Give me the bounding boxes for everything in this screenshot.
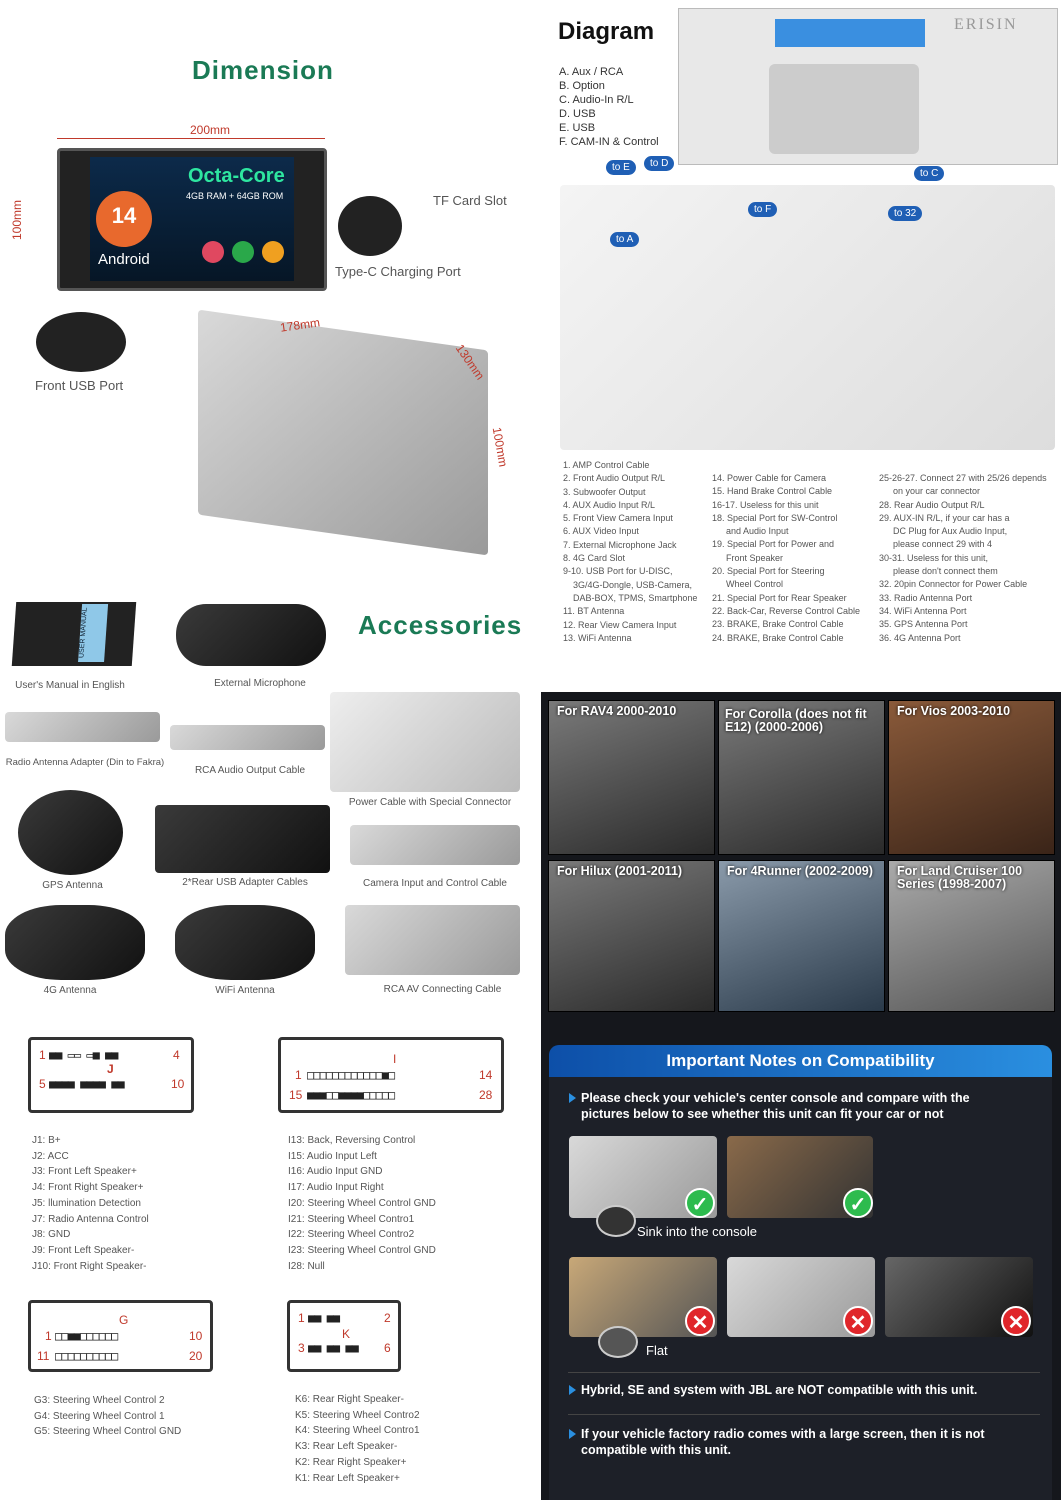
sink-label: Sink into the console [637,1224,757,1239]
power-cable-photo [330,692,520,792]
legend-item: B. Option [559,80,605,92]
check-icon: ✓ [685,1188,715,1218]
flat-indicator [598,1326,638,1358]
vehicle-card: For 4Runner (2002-2009) [718,860,885,1012]
wifi-antenna-photo [175,905,315,980]
accessory-caption: WiFi Antenna [215,985,275,996]
vehicle-card: For Vios 2003-2010 [888,700,1055,855]
accessory-caption: RCA AV Connecting Cable [383,984,502,995]
accessory-caption: 2*Rear USB Adapter Cables [182,877,308,888]
note-large-screen: If your vehicle factory radio comes with… [569,1426,1001,1458]
antenna-adapter-photo [5,712,160,742]
diagram-title: Diagram [558,18,655,45]
camera-cable-photo [350,825,520,865]
rear-connectors [775,19,925,47]
usb-cables-photo [155,805,330,873]
cross-icon: ✕ [685,1306,715,1336]
tag: to E [606,160,636,175]
rca-av-cable-photo [345,905,520,975]
tag: to D [644,156,675,171]
wiring-harness-photo [560,185,1055,450]
accessory-caption: User's Manual in English [15,680,125,691]
legend-item: C. Audio-In R/L [559,94,634,106]
legend-item: A. Aux / RCA [559,66,624,78]
note-check-console: Please check your vehicle's center conso… [569,1090,1021,1122]
divider [568,1372,1040,1373]
vehicle-card: For Corolla (does not fit E12) (2000-200… [718,700,885,855]
brand-logo: ERISIN [954,16,1018,33]
tag: to 32 [888,206,923,221]
cooling-fan [769,64,919,154]
usb-label: Front USB Port [35,378,124,393]
cross-icon: ✕ [843,1306,873,1336]
android-badge: 14 [96,191,152,247]
sink-indicator [596,1205,636,1237]
vehicle-card: For Land Cruiser 100 Series (1998-2007) [888,860,1055,1012]
width-line [57,138,325,139]
dimension-title: Dimension [192,55,334,85]
4g-antenna-photo [5,905,145,980]
manual-photo: USER MANUAL [11,602,137,666]
usb-zoom [36,312,126,372]
width-label: 200mm [190,123,231,137]
unit-side-photo [198,309,488,556]
cross-icon: ✕ [1001,1306,1031,1336]
legend-item: E. USB [559,122,596,134]
accessory-caption: RCA Audio Output Cable [194,765,306,776]
accessory-caption: GPS Antenna [42,880,103,891]
accessory-caption: Power Cable with Special Connector [348,797,512,808]
height-label: 100mm [10,199,24,240]
vehicle-card: For RAV4 2000-2010 [548,700,715,855]
accessories-title: Accessories [358,610,523,640]
tag: to A [610,232,640,247]
head-unit-front: Octa-Core 4GB RAM + 64GB ROM 14 Android [57,148,327,291]
legend-item: D. USB [559,108,596,120]
legend-item: F. CAM-IN & Control [559,136,659,148]
screen-memory: 4GB RAM + 64GB ROM [186,191,284,201]
accessory-caption: 4G Antenna [43,985,97,996]
check-icon: ✓ [843,1188,873,1218]
note-hybrid: Hybrid, SE and system with JBL are NOT c… [569,1382,1021,1398]
app-icon [262,241,284,263]
typec-label: Type-C Charging Port [335,264,461,279]
flat-label: Flat [646,1343,668,1358]
accessory-caption: Radio Antenna Adapter (Din to Fakra) [5,757,165,768]
vehicle-card: For Hilux (2001-2011) [548,860,715,1012]
tag: to F [748,202,778,217]
unit-rear-panel: ERISIN [678,8,1058,165]
tf-card-label: TF Card Slot [433,193,507,208]
unit-screen: Octa-Core 4GB RAM + 64GB ROM 14 Android [90,157,294,281]
screen-headline: Octa-Core [188,165,285,187]
side-height-label: 100mm [489,426,511,468]
app-icon [202,241,224,263]
port-legend: A. Aux / RCA B. Option C. Audio-In R/L D… [559,65,659,149]
microphone-photo [176,604,326,666]
tag: to C [914,166,945,181]
gps-antenna-photo [18,790,123,875]
accessory-caption: Camera Input and Control Cable [363,878,507,889]
notes-title: Important Notes on Compatibility [549,1045,1052,1077]
k-pin-list: K6: Rear Right Speaker-K5: Steering Whee… [295,1394,420,1484]
typec-zoom [338,196,402,256]
rca-cable-photo [170,725,325,750]
accessory-caption: External Microphone [214,678,306,689]
music-app-icon [232,241,254,263]
screen-os: Android [98,251,150,268]
divider [568,1414,1040,1415]
